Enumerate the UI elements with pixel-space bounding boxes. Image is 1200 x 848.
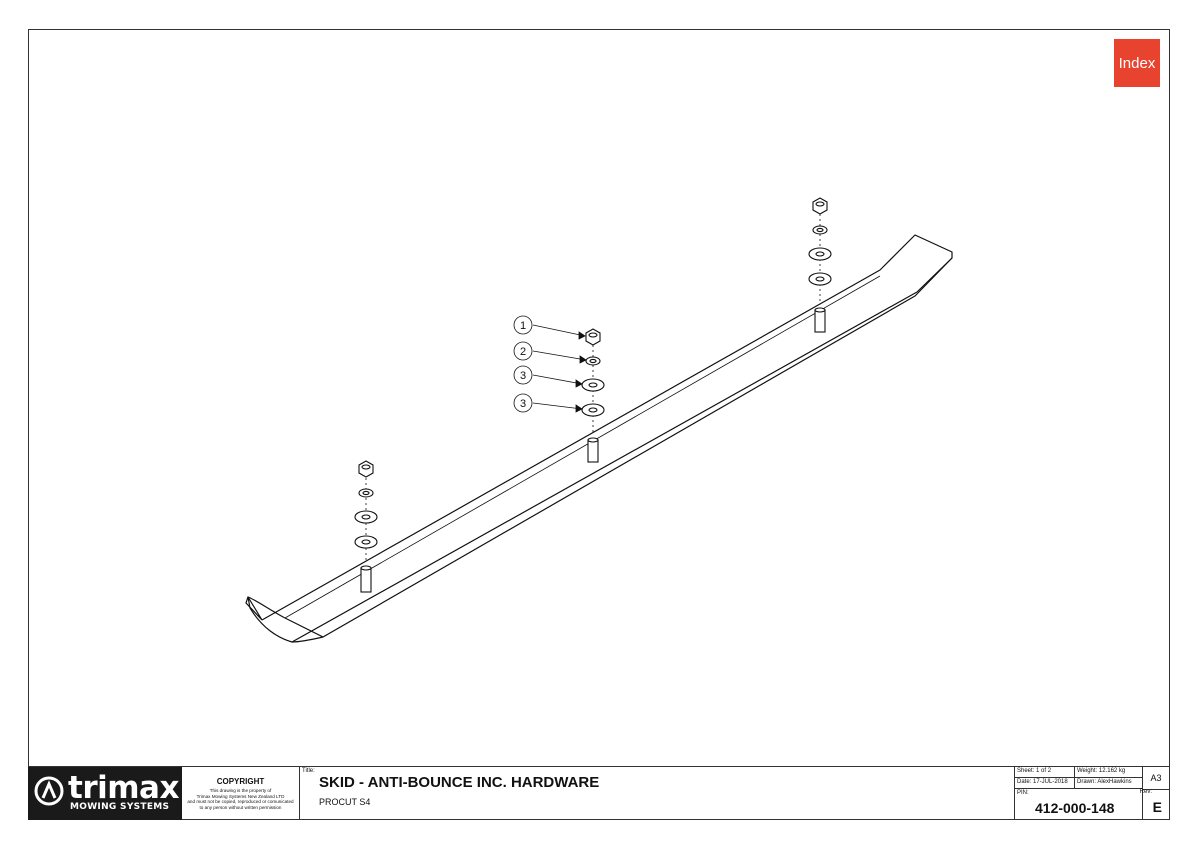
stud-right: [814, 307, 826, 333]
drawn-field: Drawn: AlexHawkins: [1075, 778, 1143, 789]
skid-nose: [247, 596, 324, 643]
balloon-1: 1: [513, 315, 586, 340]
balloon-1-number: 1: [520, 320, 526, 332]
trimax-logo: trimax MOWING SYSTEMS: [28, 767, 182, 820]
drawing-title: SKID - ANTI-BOUNCE INC. HARDWARE: [319, 774, 600, 791]
copyright-line: to any person without written permission: [199, 804, 282, 810]
balloon-3b-number: 3: [520, 398, 526, 410]
copyright-box: COPYRIGHT This drawing is the property o…: [182, 767, 300, 820]
drawing-subtitle: PROCUT S4: [319, 797, 371, 807]
balloon-3a: 3: [513, 365, 583, 388]
balloon-2-number: 2: [520, 346, 526, 358]
revision: E: [1152, 799, 1162, 815]
stud-middle: [587, 437, 599, 463]
rev-label: Rev:: [1139, 789, 1152, 795]
meta-block: Sheet: 1 of 2 Weight: 12.162 kg Date: 17…: [1014, 767, 1170, 820]
balloon-3b: 3: [513, 393, 583, 413]
hardware-right: [808, 197, 832, 302]
stud-left: [360, 565, 372, 593]
weight-field: Weight: 12.162 kg: [1075, 767, 1143, 778]
sheet-size: A3: [1142, 767, 1170, 790]
title-label: Title:: [302, 768, 315, 774]
pin-number: 412-000-148: [1035, 800, 1115, 816]
index-button[interactable]: Index: [1114, 39, 1160, 87]
balloon-2: 2: [513, 341, 587, 364]
date-field: Date: 17-JUL-2018: [1015, 778, 1075, 789]
balloon-3a-number: 3: [520, 370, 526, 382]
trimax-mark-icon: [34, 776, 64, 806]
drawing-frame: [28, 29, 1170, 820]
copyright-line: This drawing is the property of: [209, 788, 272, 793]
hardware-middle: [581, 328, 605, 432]
logo-subtitle: MOWING SYSTEMS: [70, 802, 170, 812]
copyright-heading: COPYRIGHT: [216, 777, 265, 786]
copyright-line: and must not be copied, reproduced or co…: [187, 799, 294, 805]
copyright-line: Trimax Mowing Systems New Zealand LTD: [196, 793, 285, 799]
pin-field: PIN:: [1015, 789, 1143, 820]
title-block: trimax MOWING SYSTEMS COPYRIGHT This dra…: [28, 766, 1170, 820]
sheet-field: Sheet: 1 of 2: [1015, 767, 1075, 778]
skid-bottom-edge: [245, 596, 263, 621]
hardware-left: [354, 460, 378, 560]
copyright-text: This drawing is the property of Trimax M…: [182, 788, 299, 810]
pin-label: PIN:: [1017, 790, 1029, 796]
logo-word: trimax: [68, 770, 179, 806]
skid-lower-line: [291, 291, 918, 643]
skid-top-edge: [261, 234, 953, 638]
